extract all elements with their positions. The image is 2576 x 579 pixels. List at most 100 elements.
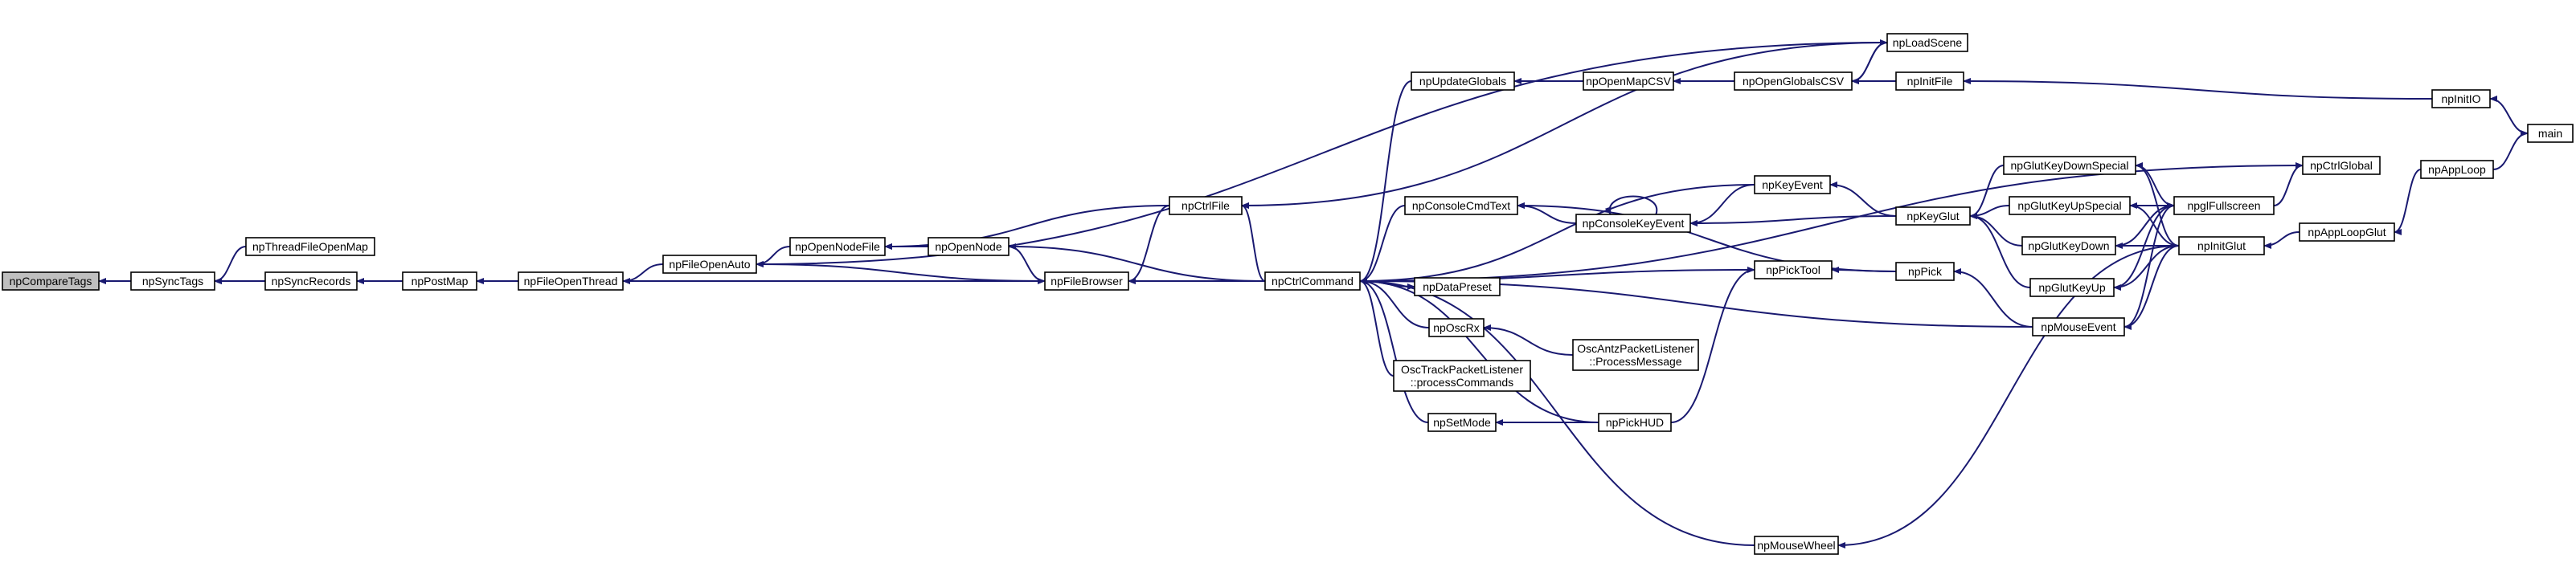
edge-npGlutKeyDown-to-npglFullscreen	[2115, 202, 2175, 247]
nodes-layer: npCompareTags npSyncTags npThreadFileOpenM…	[2, 33, 2574, 555]
node-box	[662, 255, 757, 274]
node-box	[402, 271, 477, 291]
edge-npKeyGlut-to-npConsoleKeyEvent	[1689, 215, 1897, 226]
node-npInitGlut[interactable]: npInitGlut	[2178, 236, 2265, 255]
node-npCtrlGlobal[interactable]: npCtrlGlobal	[2302, 156, 2381, 175]
node-npCompareTags[interactable]: npCompareTags	[2, 271, 100, 291]
node-npSyncTags[interactable]: npSyncTags	[130, 271, 215, 291]
node-box	[1264, 271, 1361, 291]
node-npFileOpenAuto[interactable]: npFileOpenAuto	[662, 255, 757, 274]
edge-npMouseEvent-to-npPick	[1953, 268, 2033, 328]
node-box	[1414, 277, 1501, 296]
node-npInitFile[interactable]: npInitFile	[1895, 71, 1964, 91]
node-npMouseEvent[interactable]: npMouseEvent	[2032, 317, 2125, 336]
node-box	[2302, 156, 2381, 175]
node-box	[2, 271, 100, 291]
node-box	[1886, 33, 1968, 52]
node-label: npSyncTags	[142, 275, 203, 287]
node-label: main	[2538, 127, 2562, 140]
edge-npInitIO-to-npInitFile	[1963, 78, 2433, 100]
node-label: npThreadFileOpenMap	[252, 240, 368, 253]
edge-npPickHUD-to-npCtrlCommand	[1359, 278, 1599, 423]
node-box	[1583, 71, 1674, 91]
node-label: npConsoleKeyEvent	[1583, 217, 1685, 230]
node-npKeyEvent[interactable]: npKeyEvent	[1754, 175, 1831, 194]
node-npGlutKeyDown[interactable]: npGlutKeyDown	[2021, 236, 2116, 255]
node-npglFullscreen[interactable]: npglFullscreen	[2173, 196, 2275, 215]
node-npOpenNodeFile[interactable]: npOpenNodeFile	[789, 237, 886, 256]
node-box	[1428, 318, 1485, 337]
node-box	[2032, 317, 2125, 336]
node-npFileOpenThread[interactable]: npFileOpenThread	[518, 271, 624, 291]
node-npDataPreset[interactable]: npDataPreset	[1414, 277, 1501, 296]
edge-OscAntzPacketListener-to-npOscRx	[1483, 324, 1574, 356]
node-npAppLoopGlut[interactable]: npAppLoopGlut	[2299, 222, 2395, 242]
node-OscAntzPacketListener[interactable]: OscAntzPacketListener::ProcessMessage	[1572, 339, 1699, 371]
node-npSyncRecords[interactable]: npSyncRecords	[264, 271, 358, 291]
node-box	[1427, 413, 1497, 432]
node-npGlutKeyDownSpecial[interactable]: npGlutKeyDownSpecial	[2003, 156, 2136, 175]
node-label: npInitIO	[2441, 92, 2480, 105]
edge-npMouseEvent-to-npglFullscreen	[2123, 202, 2175, 328]
node-box	[789, 237, 886, 256]
node-npOpenMapCSV[interactable]: npOpenMapCSV	[1583, 71, 1674, 91]
node-npOpenNode[interactable]: npOpenNode	[928, 237, 1010, 256]
node-label: npKeyGlut	[1906, 210, 1959, 222]
node-box	[1895, 206, 1971, 226]
node-box	[1754, 536, 1839, 555]
node-npConsoleCmdText[interactable]: npConsoleCmdText	[1404, 196, 1518, 215]
node-box	[2299, 222, 2395, 242]
node-label: npAppLoop	[2428, 163, 2486, 176]
node-label: npOpenNodeFile	[795, 240, 880, 253]
edge-npInitGlut-to-npGlutKeyUpSpecial	[2129, 202, 2180, 247]
node-npOpenGlobalsCSV[interactable]: npOpenGlobalsCSV	[1734, 71, 1853, 91]
node-npPickHUD[interactable]: npPickHUD	[1598, 413, 1672, 432]
node-label: npSetMode	[1433, 416, 1491, 429]
node-npInitIO[interactable]: npInitIO	[2431, 89, 2491, 108]
node-npOscRx[interactable]: npOscRx	[1428, 318, 1485, 337]
node-label: npGlutKeyUpSpecial	[2017, 199, 2121, 212]
node-box	[245, 237, 375, 256]
node-box	[2029, 278, 2115, 297]
edge-npInitGlut-to-npMouseEvent	[2123, 245, 2180, 330]
node-npUpdateGlobals[interactable]: npUpdateGlobals	[1411, 71, 1515, 91]
node-box	[2431, 89, 2491, 108]
node-box	[1575, 214, 1691, 233]
node-label: npCtrlGlobal	[2310, 159, 2373, 172]
node-npCtrlFile[interactable]: npCtrlFile	[1169, 196, 1243, 215]
node-label: npGlutKeyUp	[2038, 281, 2105, 294]
node-npPick[interactable]: npPick	[1895, 262, 1955, 281]
edge-npAppLoop-to-npAppLoopGlut	[2394, 169, 2422, 235]
edge-npConsoleCmdText-to-npCtrlCommand	[1359, 205, 1406, 284]
node-npThreadFileOpenMap[interactable]: npThreadFileOpenMap	[245, 237, 375, 256]
node-label: npMouseEvent	[2041, 320, 2116, 333]
node-npConsoleKeyEvent[interactable]: npConsoleKeyEvent	[1575, 214, 1691, 233]
node-main[interactable]: main	[2527, 124, 2574, 143]
node-npFileBrowser[interactable]: npFileBrowser	[1044, 271, 1129, 291]
node-box	[1895, 71, 1964, 91]
node-OscTrackPacketListener[interactable]: OscTrackPacketListener::processCommands	[1393, 360, 1531, 392]
edge-npAppLoopGlut-to-npInitGlut	[2263, 231, 2300, 249]
node-npPickTool[interactable]: npPickTool	[1754, 260, 1833, 279]
node-box	[1393, 360, 1531, 392]
node-box	[2527, 124, 2574, 143]
node-box	[1754, 260, 1833, 279]
node-label: npLoadScene	[1893, 36, 1963, 49]
node-label: npDataPreset	[1423, 280, 1492, 293]
node-npCtrlCommand[interactable]: npCtrlCommand	[1264, 271, 1361, 291]
node-npGlutKeyUp[interactable]: npGlutKeyUp	[2029, 278, 2115, 297]
edge-npFileOpenAuto-to-npFileOpenThread	[622, 263, 664, 284]
node-npGlutKeyUpSpecial[interactable]: npGlutKeyUpSpecial	[2009, 196, 2131, 215]
node-npMouseWheel[interactable]: npMouseWheel	[1754, 536, 1839, 555]
edge-main-to-npInitIO	[2489, 96, 2529, 134]
node-box	[1404, 196, 1518, 215]
node-npAppLoop[interactable]: npAppLoop	[2420, 160, 2494, 179]
node-npSetMode[interactable]: npSetMode	[1427, 413, 1497, 432]
node-npKeyGlut[interactable]: npKeyGlut	[1895, 206, 1971, 226]
node-npPostMap[interactable]: npPostMap	[402, 271, 477, 291]
node-label: npglFullscreen	[2187, 199, 2260, 212]
node-label: npFileOpenThread	[524, 275, 618, 287]
node-npLoadScene[interactable]: npLoadScene	[1886, 33, 1968, 52]
